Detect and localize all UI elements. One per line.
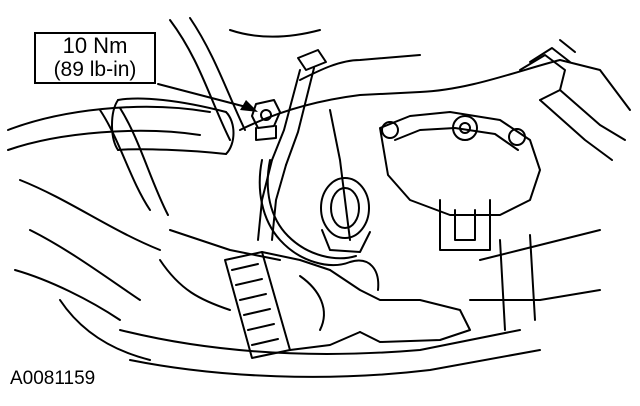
upper-hose [112,99,234,155]
shift-lever [520,40,625,160]
background-hoses [8,18,320,360]
arrowhead [240,100,258,112]
figure-id-label: A0081159 [10,368,96,389]
leader-arrow [158,84,250,108]
range-sensor [380,112,540,250]
wiring-harness [260,160,379,330]
torque-metric-label: 10 Nm [62,33,128,58]
electrical-connector [225,252,470,358]
oval-port [321,178,370,252]
torque-callout-box: 10 Nm (89 lb-in) [34,32,156,84]
transmission-case [120,55,630,377]
mounting-bolt [252,100,280,140]
vent-tube [258,50,326,240]
torque-imperial-label: (89 lb-in) [53,58,137,81]
